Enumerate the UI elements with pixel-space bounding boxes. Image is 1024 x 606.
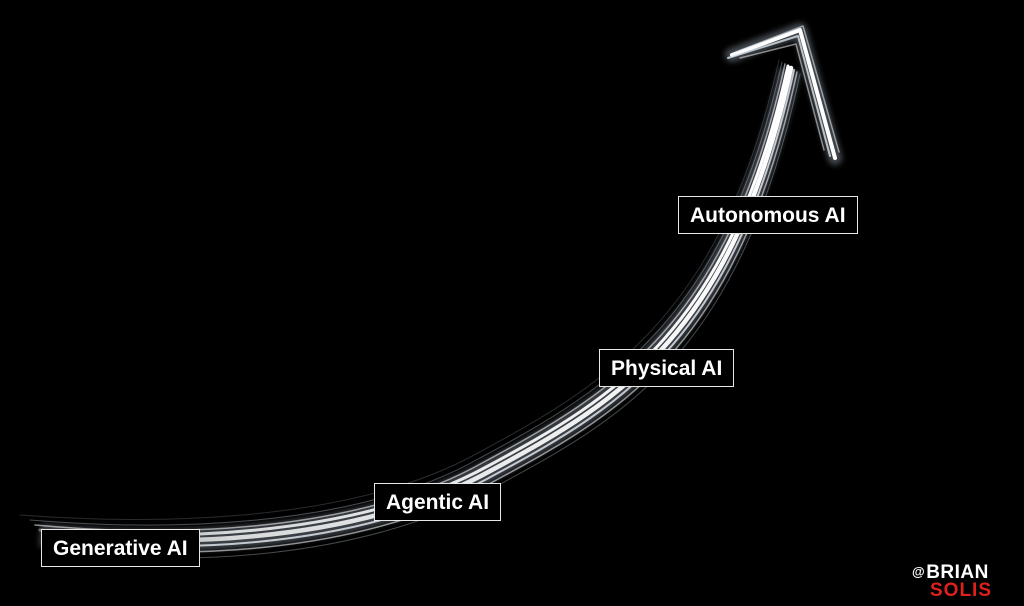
logo-last-name: SOLIS [930, 580, 993, 601]
brian-solis-logo: @BRIAN SOLIS [912, 563, 1008, 601]
stage-label-agentic-ai: Agentic AI [374, 483, 502, 521]
arrow-glow [39, 67, 801, 552]
stage-label-physical-ai: Physical AI [599, 349, 735, 387]
logo-first-name: BRIAN [926, 562, 989, 583]
logo-at-sign: @ [912, 564, 926, 579]
arrow-head [725, 23, 842, 165]
stage-label-autonomous-ai: Autonomous AI [678, 196, 858, 234]
stage-label-generative-ai: Generative AI [41, 529, 200, 567]
logo-top-line: @BRIAN [912, 563, 989, 582]
